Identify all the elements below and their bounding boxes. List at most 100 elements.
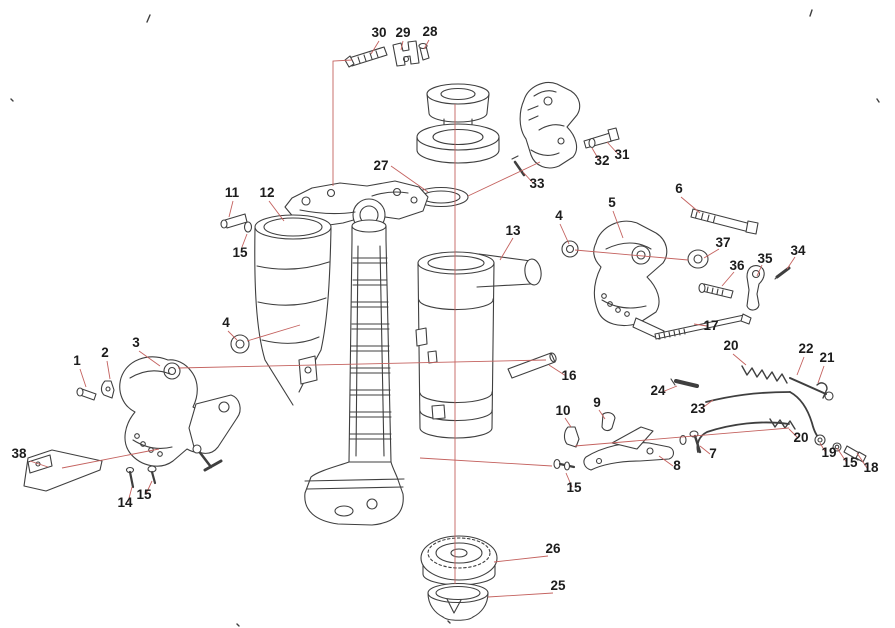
part-number-label: 3 — [132, 335, 140, 350]
leader-line — [788, 428, 799, 439]
leader-line — [106, 360, 111, 380]
leader-line — [390, 165, 429, 193]
leader-line — [836, 447, 848, 464]
part-number-label: 25 — [550, 578, 566, 593]
leader-line — [699, 445, 711, 455]
part-number-label: 20 — [723, 338, 738, 353]
upper-mount-damper-drawing — [416, 83, 500, 164]
part-number-label: 10 — [555, 403, 570, 418]
part-number-label: 9 — [593, 395, 601, 410]
latch-plate-drawing — [746, 265, 765, 311]
part-number-label: 12 — [259, 185, 274, 200]
shift-bracket-drawing — [553, 412, 702, 471]
part-number-label: 17 — [703, 318, 718, 333]
leader-line — [145, 480, 153, 495]
leader-line — [598, 409, 606, 420]
leader-line — [565, 472, 573, 488]
leader-line — [658, 455, 674, 467]
pivot-pin-drawing — [507, 352, 557, 379]
leader-line — [493, 555, 549, 563]
leader-line — [241, 233, 248, 248]
part-number-label: 29 — [395, 25, 410, 40]
part-number-label: 4 — [222, 315, 230, 330]
leader-line — [856, 452, 868, 469]
leader-line — [79, 368, 87, 388]
part-number-label: 31 — [614, 147, 630, 162]
leader-line — [487, 592, 554, 598]
part-number-label: 21 — [819, 350, 835, 365]
leader-line — [559, 223, 570, 245]
part-number-label: 16 — [561, 368, 577, 383]
leader-line — [332, 59, 353, 186]
cap-37-drawing — [687, 249, 709, 269]
leader-line — [680, 196, 701, 214]
leader-line — [574, 427, 790, 447]
part-number-label: 6 — [675, 181, 683, 196]
part-number-label: 15 — [842, 455, 858, 470]
part-number-label: 19 — [821, 445, 836, 460]
leader-line — [700, 399, 714, 410]
part-number-label: 27 — [373, 158, 388, 173]
leader-line — [721, 271, 735, 287]
pin-34-drawing — [774, 266, 791, 280]
leader-line — [423, 39, 430, 50]
steering-tube-drawing — [304, 219, 405, 526]
leader-line — [732, 353, 747, 366]
leader-line — [127, 486, 133, 503]
part-number-label: 32 — [594, 153, 609, 168]
scan-speck — [10, 9, 880, 627]
leader-line — [29, 460, 49, 468]
leader-line — [693, 323, 708, 327]
half-housing-drawing — [220, 213, 332, 406]
clamp-bracket-right-drawing — [593, 220, 668, 340]
leader-line — [574, 249, 689, 261]
leader-line — [756, 264, 763, 277]
leader-line — [228, 200, 234, 218]
leader-line — [564, 417, 572, 428]
bolt-36-drawing — [698, 282, 734, 299]
retainer-ring-drawing — [413, 186, 469, 208]
part-number-label: 15 — [136, 487, 152, 502]
part-number-label: 23 — [690, 401, 706, 416]
part-number-label: 37 — [715, 235, 730, 250]
leader-line — [606, 141, 619, 155]
leader-line — [61, 448, 160, 469]
clamp-bracket-left-drawing — [119, 356, 241, 472]
part-number-label: 5 — [608, 195, 616, 210]
leader-line — [786, 256, 796, 270]
leader-line — [703, 248, 720, 259]
part-number-label: 30 — [371, 25, 386, 40]
tilt-bolt-assembly-drawing — [344, 40, 430, 68]
washer-screw-15-drawing — [147, 465, 157, 485]
leader-line — [548, 364, 567, 377]
part-number-label: 4 — [555, 208, 563, 223]
screw-14-drawing — [125, 466, 135, 489]
part-number-label: 34 — [790, 243, 806, 258]
leader-line — [138, 350, 161, 367]
leader-line — [246, 324, 301, 342]
part-number-label: 13 — [505, 223, 521, 238]
part-number-label: 24 — [650, 383, 666, 398]
leader-lines-layer — [29, 39, 868, 598]
washer-drawing-left — [230, 334, 250, 354]
parts-artwork — [10, 9, 880, 627]
part-number-label: 28 — [422, 24, 438, 39]
leader-line — [370, 40, 380, 55]
steering-linkage-drawing — [670, 365, 867, 463]
part-number-label: 35 — [757, 251, 773, 266]
leader-line — [817, 365, 825, 384]
part-number-label: 36 — [729, 258, 745, 273]
leader-line — [591, 147, 600, 161]
center-housing-drawing — [415, 251, 542, 439]
leader-line — [522, 171, 534, 184]
leader-line — [467, 161, 541, 197]
bolt-6-drawing — [690, 208, 759, 235]
part-number-label: 22 — [798, 341, 813, 356]
leader-line — [177, 359, 547, 369]
part-number-label: 7 — [709, 446, 717, 461]
clip-2-drawing — [100, 380, 115, 399]
stern-bracket-drawing — [511, 82, 620, 177]
